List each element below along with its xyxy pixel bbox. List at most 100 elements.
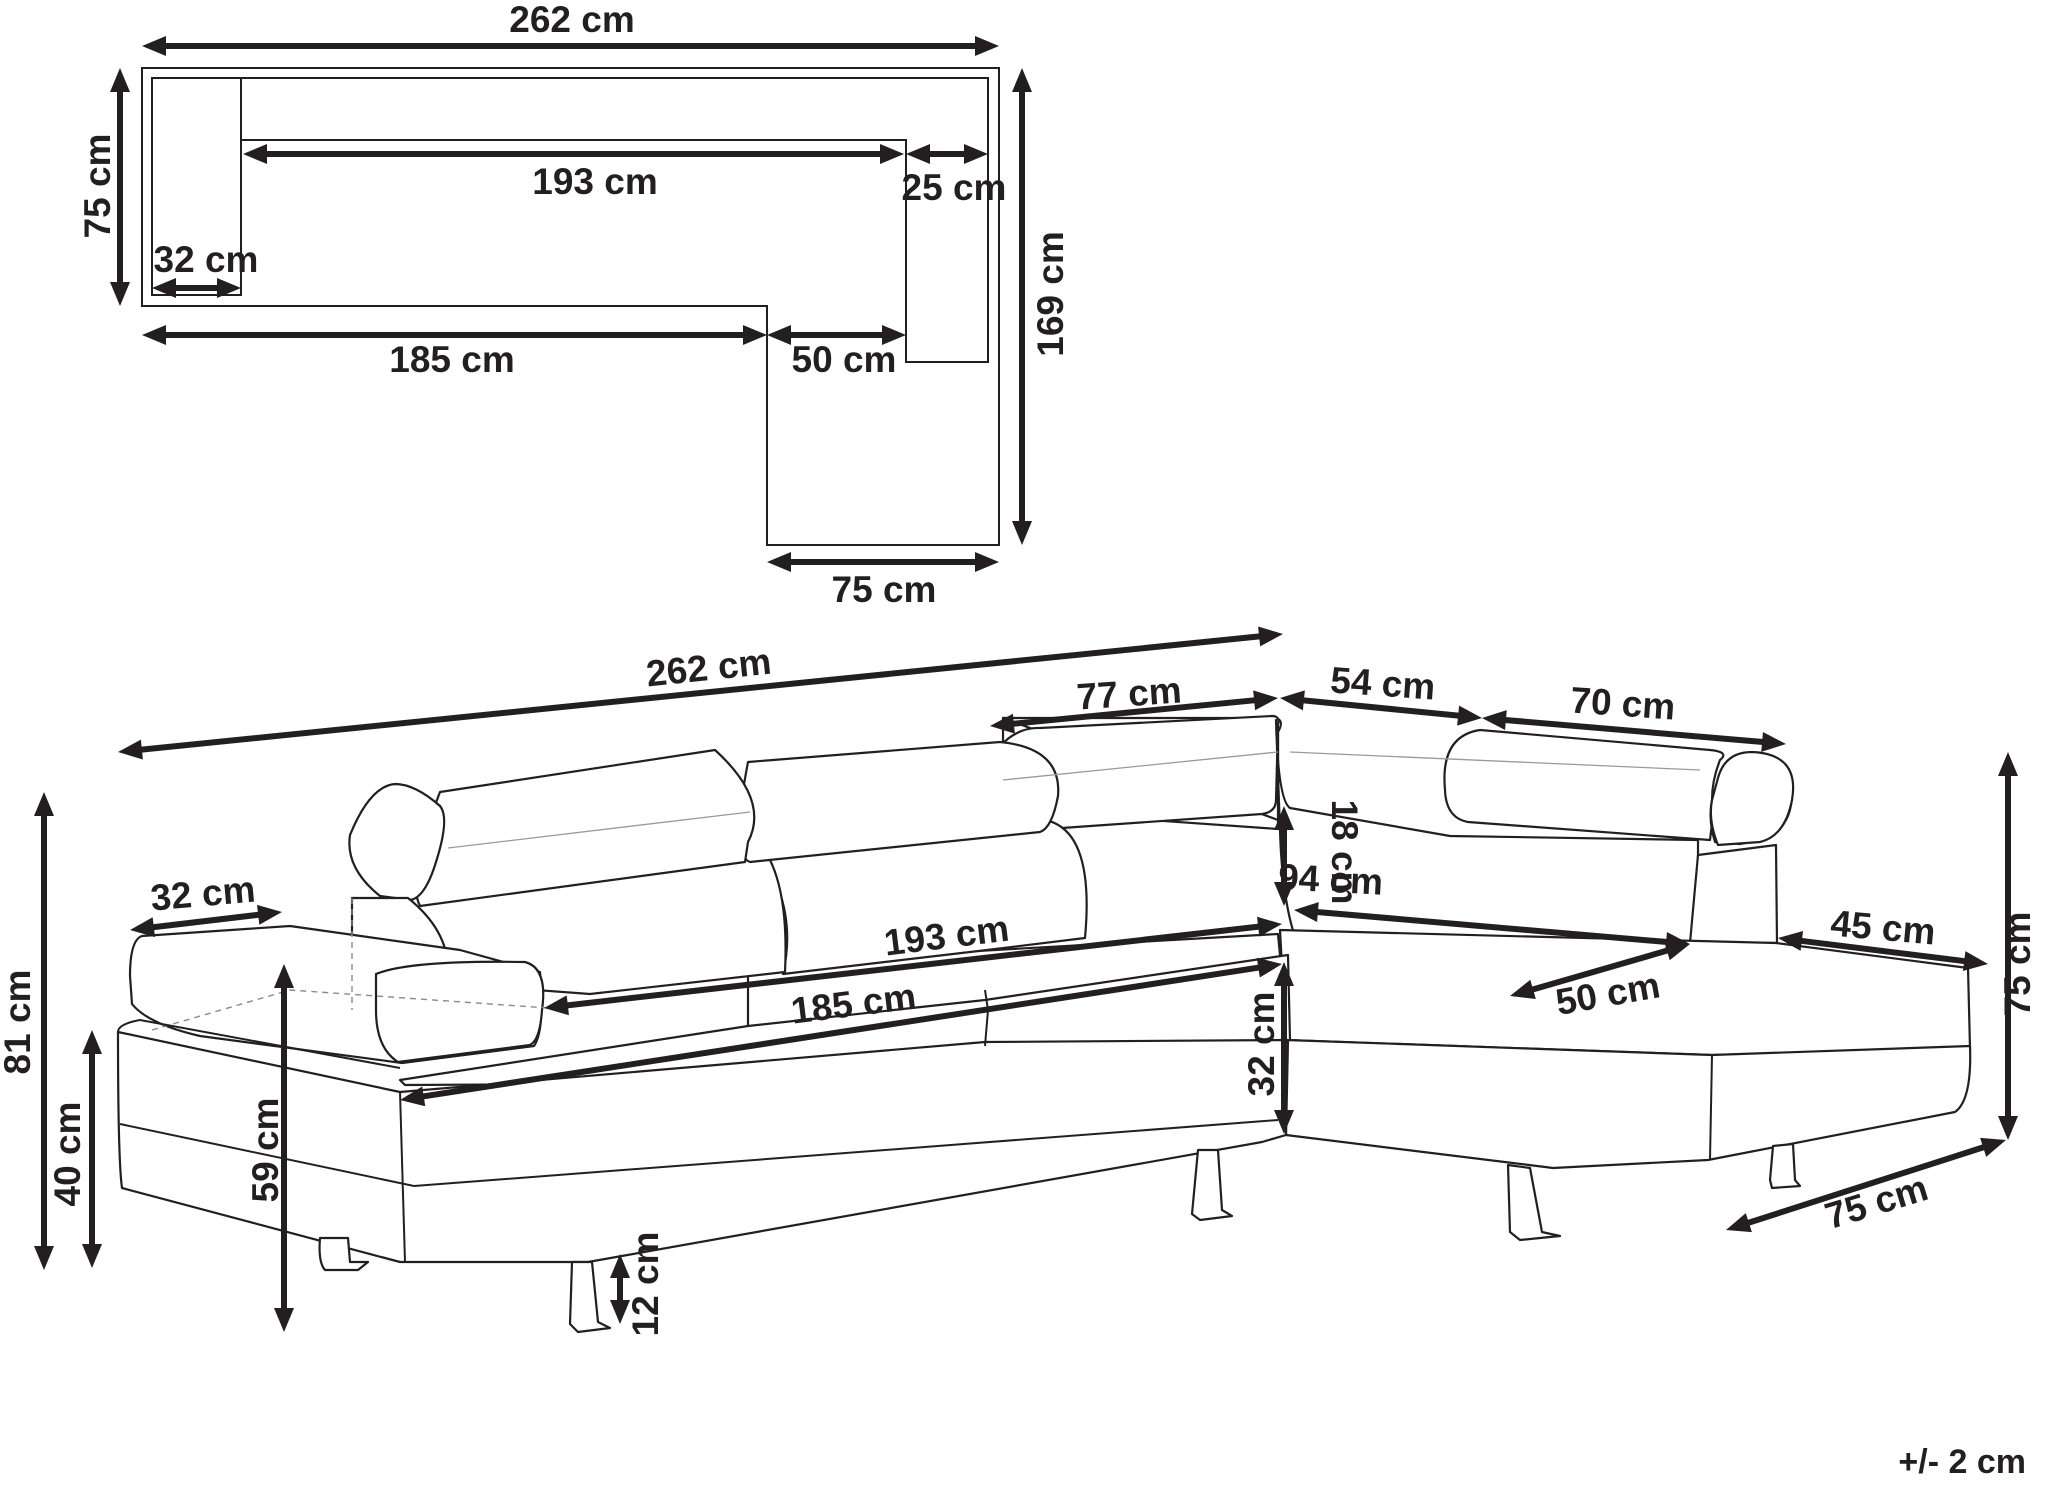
plan-armrest-left-arrow-start-head	[152, 278, 176, 298]
side-chaise-end-arrow-shaft	[1797, 937, 1969, 965]
plan-overall-depth-label: 169 cm	[1030, 231, 1071, 357]
side-backrest-height-label: 18 cm	[1324, 800, 1365, 905]
armrest-hidden-edge	[151, 989, 549, 1031]
plan-chaise-width-arrow	[767, 552, 999, 572]
side-backrest-inner-arrow-start-head	[544, 995, 569, 1016]
chaise-back-seam	[1289, 751, 1701, 771]
side-seat-width-arrow-start-head	[400, 1086, 426, 1107]
side-leg-height-arrow-start-head	[610, 1254, 630, 1278]
side-chaise-inner-arrow-end-head	[1664, 941, 1690, 961]
plan-chaise-inner-label: 50 cm	[792, 339, 897, 380]
side-total-height-label: 81 cm	[0, 970, 38, 1075]
plan-overall-depth-arrow-start-head	[1012, 68, 1032, 92]
side-corner-back-label: 77 cm	[1075, 669, 1183, 717]
side-chaise-back-arrow-end-head	[1761, 731, 1786, 752]
plan-front-seat-label: 185 cm	[389, 339, 515, 380]
left-armrest-end	[374, 960, 545, 1064]
leg-chaise-back	[1768, 1142, 1802, 1190]
headrest-left	[348, 782, 446, 902]
plan-view	[141, 67, 1000, 546]
side-corner-back-arrow-start-head	[990, 713, 1015, 734]
plan-chaise-width-label: 75 cm	[832, 569, 937, 610]
leg-front-middle	[568, 1260, 612, 1334]
plan-depth-left-arrow-end-head	[110, 282, 130, 306]
side-corner-side-label: 54 cm	[1329, 659, 1437, 707]
side-seat-width-arrow-end-head	[1256, 957, 1282, 978]
plan-chaise-width-arrow-end-head	[975, 552, 999, 572]
side-backrest-height-arrow-end-head	[1274, 882, 1294, 906]
side-chaise-height-label: 75 cm	[1997, 912, 2038, 1017]
side-chaise-height-arrow-end-head	[1998, 1116, 2018, 1140]
side-chaise-depth-arrow-shaft	[1313, 908, 1671, 946]
side-chaise-end-arrow-start-head	[1778, 931, 1804, 951]
plan-depth-left-arrow	[110, 68, 130, 306]
plan-width-label: 262 cm	[509, 0, 635, 40]
plan-overall-depth-arrow	[1012, 68, 1032, 545]
side-width-arrow-shaft	[137, 633, 1264, 753]
leg-back-middle	[1190, 1148, 1234, 1222]
side-leg-height-arrow-end-head	[610, 1300, 630, 1324]
side-chaise-inner-arrow	[1510, 941, 1690, 999]
side-base-height-arrow	[82, 1030, 102, 1268]
side-seat-height-label: 32 cm	[1241, 992, 1282, 1097]
side-width-arrow-start-head	[118, 739, 143, 760]
side-chaise-depth-label: 94 cm	[1277, 856, 1384, 902]
plan-armrest-left-arrow-end-head	[217, 278, 241, 298]
side-chaise-end-label: 45 cm	[1829, 903, 1937, 953]
side-chaise-height-arrow-start-head	[1998, 752, 2018, 776]
back-seam-left	[447, 811, 751, 849]
side-arm-height-arrow-start-head	[274, 964, 294, 988]
side-base-height-arrow-start-head	[82, 1030, 102, 1054]
side-backrest-inner-arrow	[544, 916, 1282, 1016]
side-seat-width-arrow	[400, 957, 1282, 1107]
side-armrest-label: 32 cm	[149, 869, 257, 919]
plan-chaise-inner-arrow-start-head	[767, 325, 791, 345]
plan-front-seat-arrow-end-head	[743, 325, 767, 345]
side-backrest-height-arrow-start-head	[1274, 806, 1294, 830]
plan-front-seat-arrow	[142, 325, 767, 345]
chaise-base-edge	[1709, 1054, 1713, 1161]
side-chaise-height-arrow	[1998, 752, 2018, 1140]
side-total-height-arrow-start-head	[34, 792, 54, 816]
side-base-height-label: 40 cm	[47, 1102, 88, 1207]
side-chaise-width-arrow-start-head	[1726, 1213, 1752, 1233]
side-corner-side-arrow-shaft	[1299, 696, 1463, 720]
side-corner-side-arrow	[1280, 690, 1482, 726]
leg-chaise-front	[1506, 1163, 1562, 1242]
plan-chaise-inner-arrow-end-head	[882, 325, 906, 345]
corner-back-seam	[1002, 751, 1279, 781]
side-backrest-inner-arrow-end-head	[1257, 916, 1282, 937]
plan-armrest-right-arrow-start-head	[906, 144, 930, 164]
plan-chaise-inner-arrow	[767, 325, 906, 345]
side-chaise-width-arrow-shaft	[1744, 1143, 1988, 1227]
side-chaise-inner-arrow-start-head	[1510, 979, 1536, 999]
side-chaise-depth-arrow-start-head	[1294, 902, 1319, 923]
side-arm-height-arrow	[274, 964, 294, 1332]
side-chaise-width-arrow	[1726, 1137, 2006, 1233]
side-chaise-end-arrow	[1778, 931, 1988, 971]
sofa-perspective	[116, 714, 1972, 1334]
side-backrest-inner-arrow-shaft	[563, 923, 1263, 1009]
leg-front-left	[318, 1236, 370, 1272]
side-chaise-back-arrow-start-head	[1482, 710, 1507, 731]
plan-armrest-left-arrow	[152, 278, 241, 298]
plan-armrest-right-arrow-end-head	[964, 144, 988, 164]
side-armrest-arrow-shaft	[149, 911, 263, 931]
side-chaise-back-arrow-shaft	[1501, 716, 1767, 746]
side-arm-height-arrow-end-head	[274, 1308, 294, 1332]
side-chaise-end-arrow-end-head	[1962, 951, 1988, 971]
side-total-height-arrow	[34, 792, 54, 1270]
side-chaise-back-arrow	[1482, 710, 1786, 752]
side-total-height-arrow-end-head	[34, 1246, 54, 1270]
side-chaise-inner-arrow-shaft	[1528, 946, 1672, 994]
plan-depth-left-arrow-start-head	[110, 68, 130, 92]
side-armrest-arrow	[130, 904, 282, 938]
plan-width-arrow-start-head	[142, 36, 166, 56]
chaise-arm	[1688, 843, 1779, 945]
side-width-arrow	[118, 626, 1283, 760]
main-base-top-edge	[117, 1018, 401, 1069]
plan-armrest-left-label: 32 cm	[154, 239, 259, 280]
plan-back-inner-arrow-start-head	[243, 144, 267, 164]
plan-chaise-width-arrow-start-head	[767, 552, 791, 572]
